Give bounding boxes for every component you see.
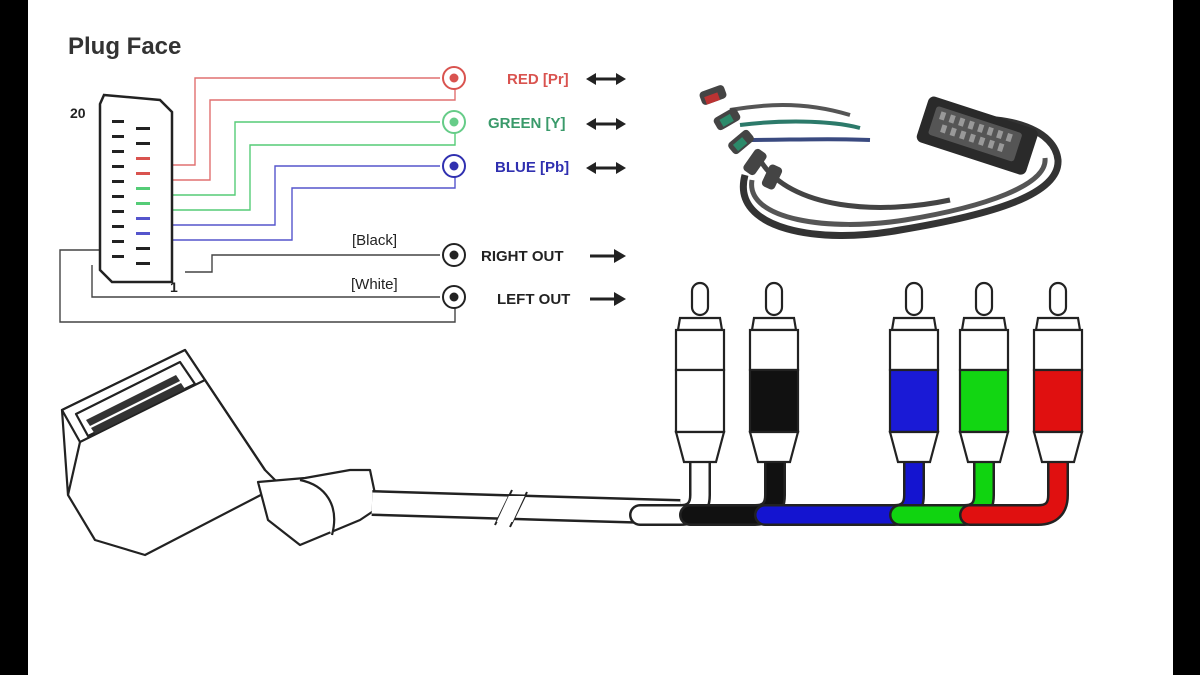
pins-right <box>136 127 150 265</box>
pin-right <box>136 157 150 160</box>
rca-jacks <box>442 66 466 309</box>
blue-jack <box>442 154 466 178</box>
blue-wire <box>150 165 440 226</box>
pin-left <box>112 120 124 123</box>
scart-pin-grid <box>86 375 185 434</box>
rca-plug <box>674 281 726 464</box>
white-wire-label: [White] <box>351 276 398 293</box>
pin-right <box>136 247 150 250</box>
rca-plugs <box>674 281 1084 464</box>
pin-20-label: 20 <box>70 105 86 121</box>
right-out-jack <box>442 243 466 267</box>
pin-right <box>136 217 150 220</box>
red-return-wire <box>150 70 456 181</box>
pin-right <box>136 202 150 205</box>
pin-left <box>112 135 124 138</box>
rca-plug <box>888 281 940 464</box>
pin-left <box>112 225 124 228</box>
diagram-title: Plug Face <box>68 33 181 60</box>
rca-plug <box>1032 281 1084 464</box>
pin-left <box>112 195 124 198</box>
left-out-wire <box>91 265 440 298</box>
red-jack <box>442 66 466 90</box>
blue-return-wire <box>150 158 456 241</box>
rca-plug <box>748 281 800 464</box>
scart-plug <box>60 348 380 557</box>
right-output-label: RIGHT OUT <box>481 248 564 265</box>
cable-tails <box>629 449 1069 526</box>
pin-right <box>136 262 150 265</box>
green-return-wire <box>150 114 456 211</box>
pin-left <box>112 165 124 168</box>
red-output-label: RED [Pr] <box>507 71 569 88</box>
rca-plug <box>958 281 1010 464</box>
pin-right <box>136 187 150 190</box>
pin-right <box>136 172 150 175</box>
pin-left <box>112 255 124 258</box>
green-jack <box>442 110 466 134</box>
right-out-wire <box>185 254 440 273</box>
green-output-label: GREEN [Y] <box>488 115 566 132</box>
pin-right <box>136 127 150 130</box>
ground-wire <box>59 249 456 323</box>
right-arrow-icon <box>590 249 626 263</box>
bidirectional-arrow-icon <box>586 73 626 85</box>
pin-left <box>112 240 124 243</box>
signal-arrows <box>586 73 626 306</box>
pin-left <box>112 180 124 183</box>
pin-1-label: 1 <box>170 279 178 295</box>
pin-right <box>136 232 150 235</box>
cable-photo <box>699 85 1062 239</box>
pin-left <box>112 210 124 213</box>
green-wire <box>150 121 440 196</box>
pins-left <box>112 120 124 258</box>
plug-face: 20 1 <box>70 93 178 295</box>
pin-left <box>112 150 124 153</box>
bidirectional-arrow-icon <box>586 118 626 130</box>
pin-right <box>136 142 150 145</box>
blue-output-label: BLUE [Pb] <box>495 159 569 176</box>
right-arrow-icon <box>590 292 626 306</box>
left-out-jack <box>442 285 466 309</box>
left-output-label: LEFT OUT <box>497 291 570 308</box>
black-wire-label: [Black] <box>352 232 397 249</box>
bidirectional-arrow-icon <box>586 162 626 174</box>
